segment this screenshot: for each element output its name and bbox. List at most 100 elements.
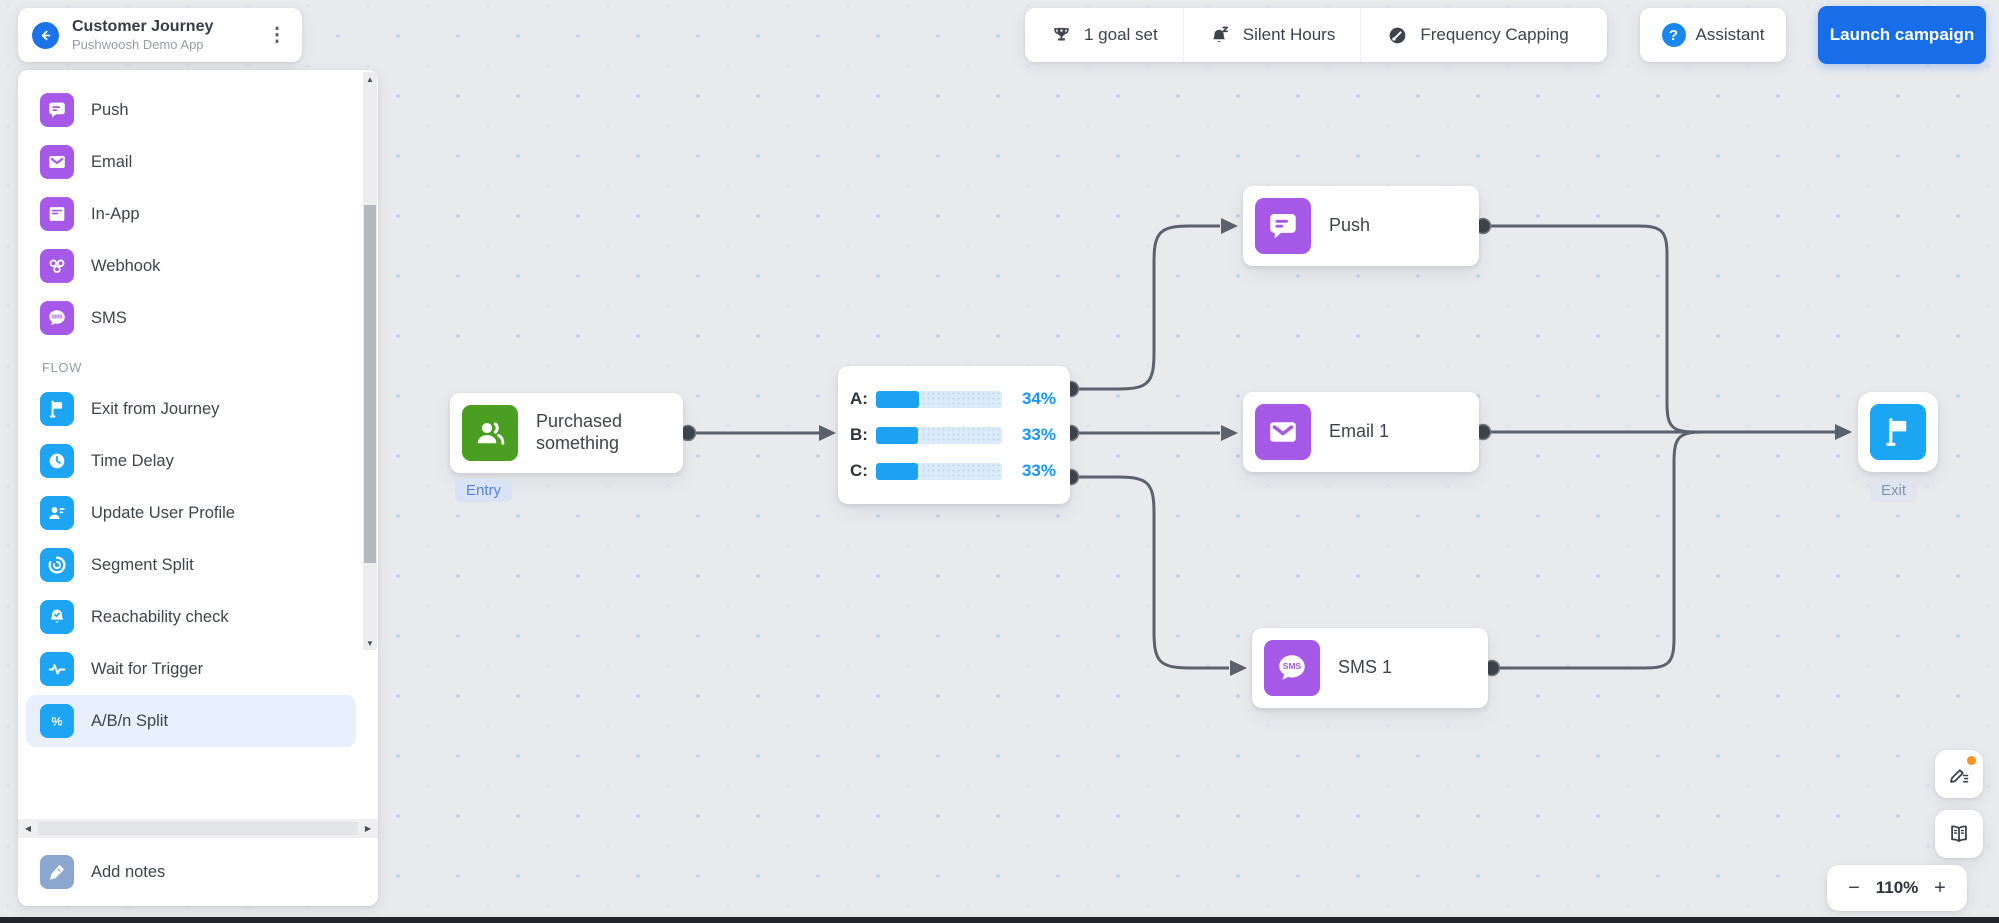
back-button[interactable] bbox=[32, 21, 59, 49]
variant-label: A: bbox=[850, 389, 868, 408]
email-icon bbox=[40, 145, 74, 179]
sidebar-item-exit-from-journey[interactable]: Exit from Journey bbox=[26, 383, 356, 435]
journey-titles: Customer Journey Pushwoosh Demo App bbox=[72, 17, 266, 53]
sidebar-item-label: In-App bbox=[91, 204, 140, 223]
goal-set-label: 1 goal set bbox=[1084, 25, 1158, 44]
sidebar-item-push[interactable]: Push bbox=[26, 84, 356, 136]
sidebar-item-label: A/B/n Split bbox=[91, 711, 169, 730]
documentation-button[interactable] bbox=[1935, 810, 1983, 858]
journey-subtitle: Pushwoosh Demo App bbox=[72, 36, 204, 52]
svg-text:SMS: SMS bbox=[1283, 661, 1302, 671]
exit-badge: Exit bbox=[1870, 479, 1918, 502]
user-edit-icon bbox=[40, 496, 74, 530]
variant-progress-fill bbox=[876, 426, 918, 444]
sidebar-vertical-scrollbar[interactable]: ▲ ▼ bbox=[363, 72, 377, 650]
sidebar-item-wait-for-trigger[interactable]: Wait for Trigger bbox=[26, 643, 356, 695]
sidebar-item-a-b-n-split[interactable]: % A/B/n Split bbox=[26, 695, 356, 747]
exit-node[interactable] bbox=[1858, 392, 1938, 472]
sidebar-item-label: Wait for Trigger bbox=[91, 659, 204, 678]
journey-header-card: Customer Journey Pushwoosh Demo App ⋮ bbox=[18, 8, 302, 62]
sidebar-item-label: SMS bbox=[91, 308, 127, 327]
journey-notes-button[interactable] bbox=[1935, 750, 1983, 798]
sidebar-item-sms[interactable]: SMS SMS bbox=[26, 292, 356, 344]
flow-section-label: FLOW bbox=[42, 360, 82, 375]
push-node[interactable]: Push bbox=[1243, 186, 1479, 266]
people-icon bbox=[462, 405, 518, 461]
zoom-in-button[interactable]: + bbox=[1930, 877, 1950, 900]
sidebar-item-time-delay[interactable]: Time Delay bbox=[26, 435, 356, 487]
sms-icon: SMS bbox=[1264, 640, 1320, 696]
scroll-right-icon[interactable]: ▶ bbox=[364, 824, 372, 833]
variant-percent: 33% bbox=[1021, 425, 1056, 444]
exit-flag-icon bbox=[1870, 404, 1926, 460]
push-icon bbox=[1255, 198, 1311, 254]
sidebar-item-email[interactable]: Email bbox=[26, 136, 356, 188]
wire-a-push bbox=[1071, 224, 1220, 391]
email-node[interactable]: Email 1 bbox=[1243, 392, 1479, 472]
arrowhead bbox=[1221, 425, 1238, 441]
open-book-icon bbox=[1951, 825, 1967, 843]
frequency-capping-button[interactable]: Frequency Capping bbox=[1360, 8, 1593, 62]
variant-progress-fill bbox=[876, 462, 918, 480]
variant-progress-track bbox=[876, 462, 1002, 480]
scroll-left-icon[interactable]: ◀ bbox=[24, 824, 32, 833]
entry-badge: Entry bbox=[455, 479, 513, 502]
bell-check-icon bbox=[40, 600, 74, 634]
wire-c-sms bbox=[1071, 475, 1229, 670]
sms-node[interactable]: SMS SMS 1 bbox=[1252, 628, 1488, 708]
email-node-label: Email 1 bbox=[1329, 421, 1390, 442]
entry-node-purchased-something[interactable]: Purchased something bbox=[450, 393, 683, 473]
segment-split-icon bbox=[40, 548, 74, 582]
sidebar-item-segment-split[interactable]: Segment Split bbox=[26, 539, 356, 591]
question-circle-icon: ? bbox=[1661, 23, 1686, 47]
sidebar-item-reachability-check[interactable]: Reachability check bbox=[26, 591, 356, 643]
scroll-up-icon[interactable]: ▲ bbox=[366, 74, 374, 84]
pulse-icon bbox=[40, 652, 74, 686]
zoom-out-button[interactable]: − bbox=[1844, 877, 1864, 900]
assistant-button[interactable]: ? Assistant bbox=[1640, 8, 1786, 62]
note-pen-icon bbox=[40, 855, 74, 889]
clock-icon bbox=[40, 444, 74, 478]
frequency-capping-label: Frequency Capping bbox=[1420, 25, 1569, 44]
goal-set-button[interactable]: 1 goal set bbox=[1025, 8, 1183, 62]
inapp-icon bbox=[40, 197, 74, 231]
sidebar-horizontal-scrollbar[interactable]: ◀ ▶ bbox=[18, 819, 378, 838]
arrowhead bbox=[1230, 660, 1247, 676]
sidebar-item-in-app[interactable]: In-App bbox=[26, 188, 356, 240]
pencil-list-icon bbox=[1950, 769, 1969, 783]
add-notes-button[interactable]: Add notes bbox=[18, 838, 378, 906]
abn-split-node[interactable]: A:34%B:33%C:33% bbox=[838, 366, 1070, 504]
gauge-icon bbox=[1389, 27, 1406, 43]
sidebar-item-label: Segment Split bbox=[91, 555, 194, 574]
horizontal-scrollbar-thumb[interactable] bbox=[38, 822, 358, 835]
sidebar-item-update-user-profile[interactable]: Update User Profile bbox=[26, 487, 356, 539]
variant-progress-track bbox=[876, 426, 1002, 444]
zoom-control: − 110% + bbox=[1827, 865, 1967, 911]
sidebar-item-label: Time Delay bbox=[91, 451, 174, 470]
sidebar-item-label: Update User Profile bbox=[91, 503, 235, 522]
sms-icon: SMS bbox=[40, 301, 74, 335]
variant-label: B: bbox=[850, 425, 868, 444]
scroll-down-icon[interactable]: ▼ bbox=[366, 638, 374, 648]
sidebar-item-label: Webhook bbox=[91, 256, 161, 275]
journey-title: Customer Journey bbox=[72, 17, 214, 35]
kebab-menu-icon[interactable]: ⋮ bbox=[267, 24, 287, 46]
wire-sms-exit bbox=[1492, 430, 1704, 670]
svg-text:%: % bbox=[52, 714, 63, 728]
vertical-scrollbar-thumb[interactable] bbox=[364, 205, 376, 563]
email-icon bbox=[1255, 404, 1311, 460]
sidebar-item-webhook[interactable]: Webhook bbox=[26, 240, 356, 292]
split-variant-row: B: 33% bbox=[838, 422, 1070, 448]
split-variant-row: A:34% bbox=[838, 386, 1070, 412]
silent-hours-button[interactable]: Silent Hours bbox=[1182, 8, 1361, 62]
entry-node-label: Purchased something bbox=[536, 411, 623, 453]
variant-percent: 33% bbox=[1021, 461, 1056, 480]
launch-campaign-button[interactable]: Launch campaign bbox=[1818, 6, 1986, 64]
svg-text:SMS: SMS bbox=[51, 315, 63, 321]
trophy-icon bbox=[1054, 27, 1069, 40]
